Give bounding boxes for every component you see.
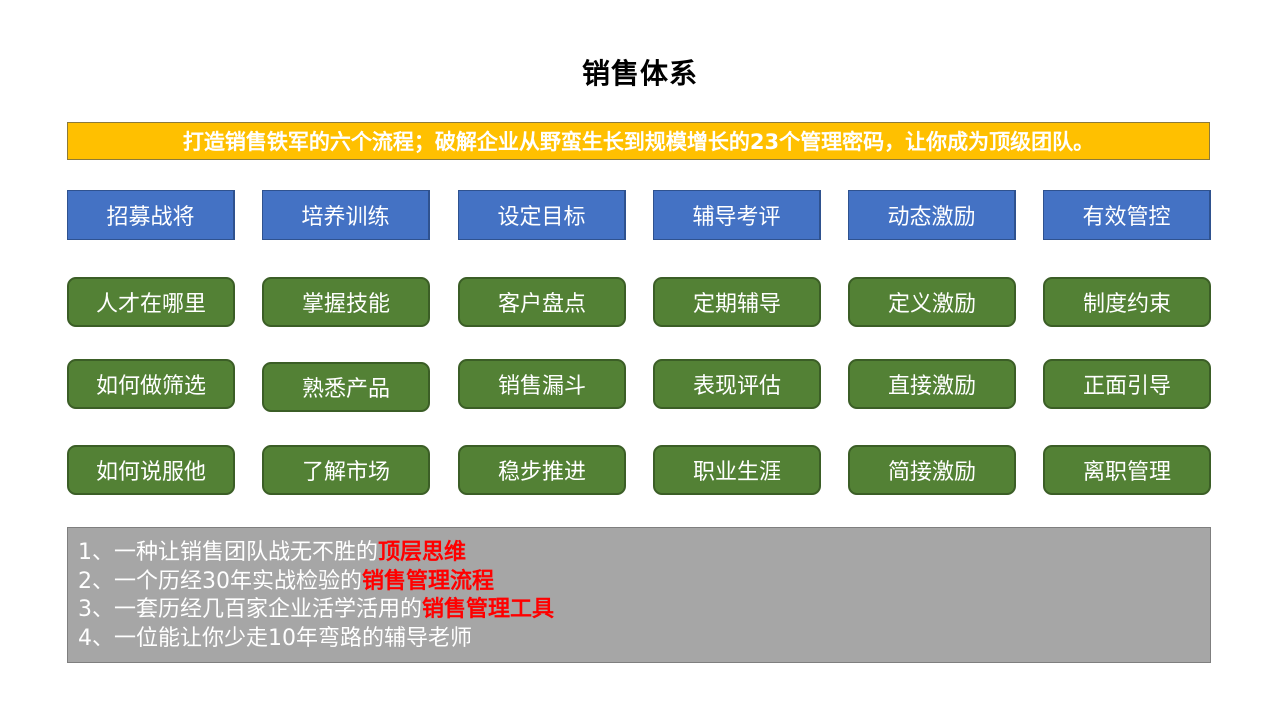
item-box: 稳步推进 [458, 445, 626, 495]
header-box-0: 招募战将 [67, 190, 235, 240]
benefit-text: 4、一位能让你少走10年弯路的辅导老师 [78, 625, 472, 651]
benefit-line: 2、一个历经30年实战检验的销售管理流程 [78, 568, 1210, 597]
item-box: 如何说服他 [67, 445, 235, 495]
item-box: 销售漏斗 [458, 359, 626, 409]
item-box: 定义激励 [848, 277, 1016, 327]
item-box: 掌握技能 [262, 277, 430, 327]
item-box: 了解市场 [262, 445, 430, 495]
item-box: 熟悉产品 [262, 362, 430, 412]
benefit-line: 3、一套历经几百家企业活学活用的销售管理工具 [78, 596, 1210, 625]
header-box-4: 动态激励 [848, 190, 1016, 240]
slogan-banner: 打造销售铁军的六个流程；破解企业从野蛮生长到规模增长的23个管理密码，让你成为顶… [67, 122, 1210, 160]
item-box: 正面引导 [1043, 359, 1211, 409]
header-box-1: 培养训练 [262, 190, 430, 240]
benefit-highlight: 销售管理工具 [422, 597, 555, 622]
item-box: 定期辅导 [653, 277, 821, 327]
benefit-text: 3、一套历经几百家企业活学活用的 [78, 597, 422, 622]
item-box: 简接激励 [848, 445, 1016, 495]
benefit-highlight: 顶层思维 [378, 540, 467, 565]
page-title: 销售体系 [581, 57, 698, 90]
benefit-highlight: 销售管理流程 [362, 568, 495, 594]
header-box-3: 辅导考评 [653, 190, 821, 240]
benefit-line: 4、一位能让你少走10年弯路的辅导老师 [78, 625, 1210, 654]
item-box: 如何做筛选 [67, 359, 235, 409]
item-box: 客户盘点 [458, 277, 626, 327]
item-box: 直接激励 [848, 359, 1016, 409]
benefit-text: 1、一种让销售团队战无不胜的 [78, 540, 378, 565]
item-box: 制度约束 [1043, 277, 1211, 327]
header-box-2: 设定目标 [458, 190, 626, 240]
benefit-text: 2、一个历经30年实战检验的 [78, 568, 362, 594]
benefit-line: 1、一种让销售团队战无不胜的顶层思维 [78, 539, 1210, 568]
item-box: 人才在哪里 [67, 277, 235, 327]
item-box: 职业生涯 [653, 445, 821, 495]
benefits-panel: 1、一种让销售团队战无不胜的顶层思维 2、一个历经30年实战检验的销售管理流程 … [67, 527, 1211, 663]
item-box: 表现评估 [653, 359, 821, 409]
item-box: 离职管理 [1043, 445, 1211, 495]
header-box-5: 有效管控 [1043, 190, 1211, 240]
